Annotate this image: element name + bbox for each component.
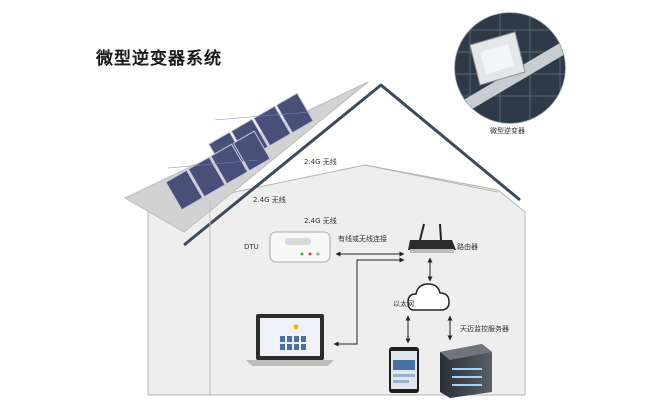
label-monitoring-server: 天迈监控服务器 — [460, 325, 509, 333]
panel-array-lower — [165, 130, 271, 211]
smartphone — [389, 347, 419, 393]
label-microinverter: 微型逆变器 — [490, 127, 525, 135]
internet-cloud — [407, 283, 450, 311]
dtu-device — [269, 231, 331, 263]
label-wireless-1: 2.4G 无线 — [304, 158, 337, 166]
server — [440, 344, 492, 398]
solar-panels — [165, 92, 314, 211]
label-dtu: DTU — [244, 243, 259, 251]
router-laptop-arrow — [333, 257, 405, 347]
label-wireless-3: 2.4G 无线 — [304, 217, 337, 225]
label-router: 路由器 — [457, 243, 478, 251]
microinverter-detail — [454, 12, 566, 124]
roof-outline — [183, 83, 521, 247]
label-wired-or-wireless: 有线或无线连接 — [338, 235, 387, 243]
roof-ridge-line — [364, 164, 499, 193]
label-wireless-2: 2.4G 无线 — [253, 196, 286, 204]
laptop — [246, 314, 334, 366]
connections — [333, 251, 453, 347]
label-ethernet: 以太网 — [393, 300, 414, 308]
diagram-title: 微型逆变器系统 — [96, 49, 222, 69]
router-device — [408, 223, 456, 253]
